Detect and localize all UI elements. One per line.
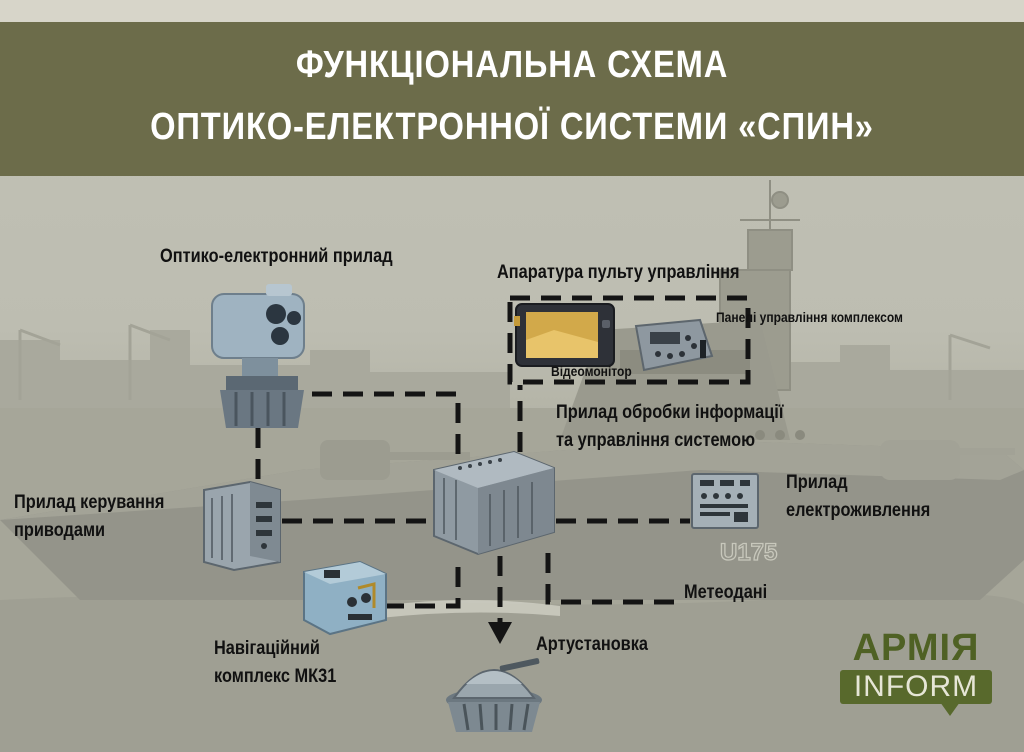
label-control-panel-apparatus: Апаратура пульту управління <box>497 262 740 283</box>
label-power-supply-line2: електроживлення <box>786 500 931 521</box>
line-nav-to-processor <box>384 556 461 609</box>
title-line-1: ФУНКЦІОНАЛЬНА СХЕМА <box>295 44 729 86</box>
title-line-2: ОПТИКО-ЕЛЕКТРОННОЇ СИСТЕМИ «СПИН» <box>150 106 874 148</box>
gun-mount-image <box>446 658 542 732</box>
deck-turret <box>320 440 470 480</box>
logo-bottom-text: INFORM <box>853 670 979 703</box>
label-drive-control-line2: приводами <box>14 520 106 541</box>
logo-top-text: АРМІЯ <box>852 627 980 669</box>
label-processing-unit-line2: та управління системою <box>556 430 756 451</box>
label-power-supply-line1: Прилад <box>786 472 848 493</box>
control-panels-image <box>634 318 714 372</box>
label-nav-complex-line2: комплекс МК31 <box>214 666 337 687</box>
armyinform-logo: АРМІЯ INFORM <box>840 628 992 718</box>
label-video-monitor: Відеомонітор <box>551 363 632 379</box>
optical-device-image <box>211 284 305 428</box>
line-meteo-data <box>545 553 680 605</box>
arrow-to-gun <box>488 622 512 644</box>
hull-number: U175 <box>720 539 777 566</box>
label-meteo-data: Метеодані <box>684 582 768 603</box>
processing-unit-image <box>433 450 555 556</box>
line-optical-to-processor <box>312 391 461 458</box>
drive-control-image <box>203 480 281 572</box>
harbour-cranes <box>18 323 991 400</box>
label-drive-control-line1: Прилад керування <box>14 492 165 513</box>
logo-speech-tail <box>940 702 960 716</box>
label-processing-unit-line1: Прилад обробки інформації <box>556 402 784 423</box>
label-nav-complex-line1: Навігаційний <box>214 638 320 659</box>
power-supply-image <box>691 473 759 529</box>
control-panel-frame <box>507 295 751 385</box>
video-monitor-image <box>514 303 615 367</box>
label-gun-mount: Артустановка <box>536 634 649 655</box>
navigation-complex-image <box>303 560 387 636</box>
title-band <box>0 22 1024 176</box>
top-strip <box>0 0 1024 22</box>
label-optical-device: Оптико-електронний прилад <box>160 246 393 267</box>
label-control-panels: Панелі управління комплексом <box>716 309 903 325</box>
logo-box <box>840 670 992 704</box>
